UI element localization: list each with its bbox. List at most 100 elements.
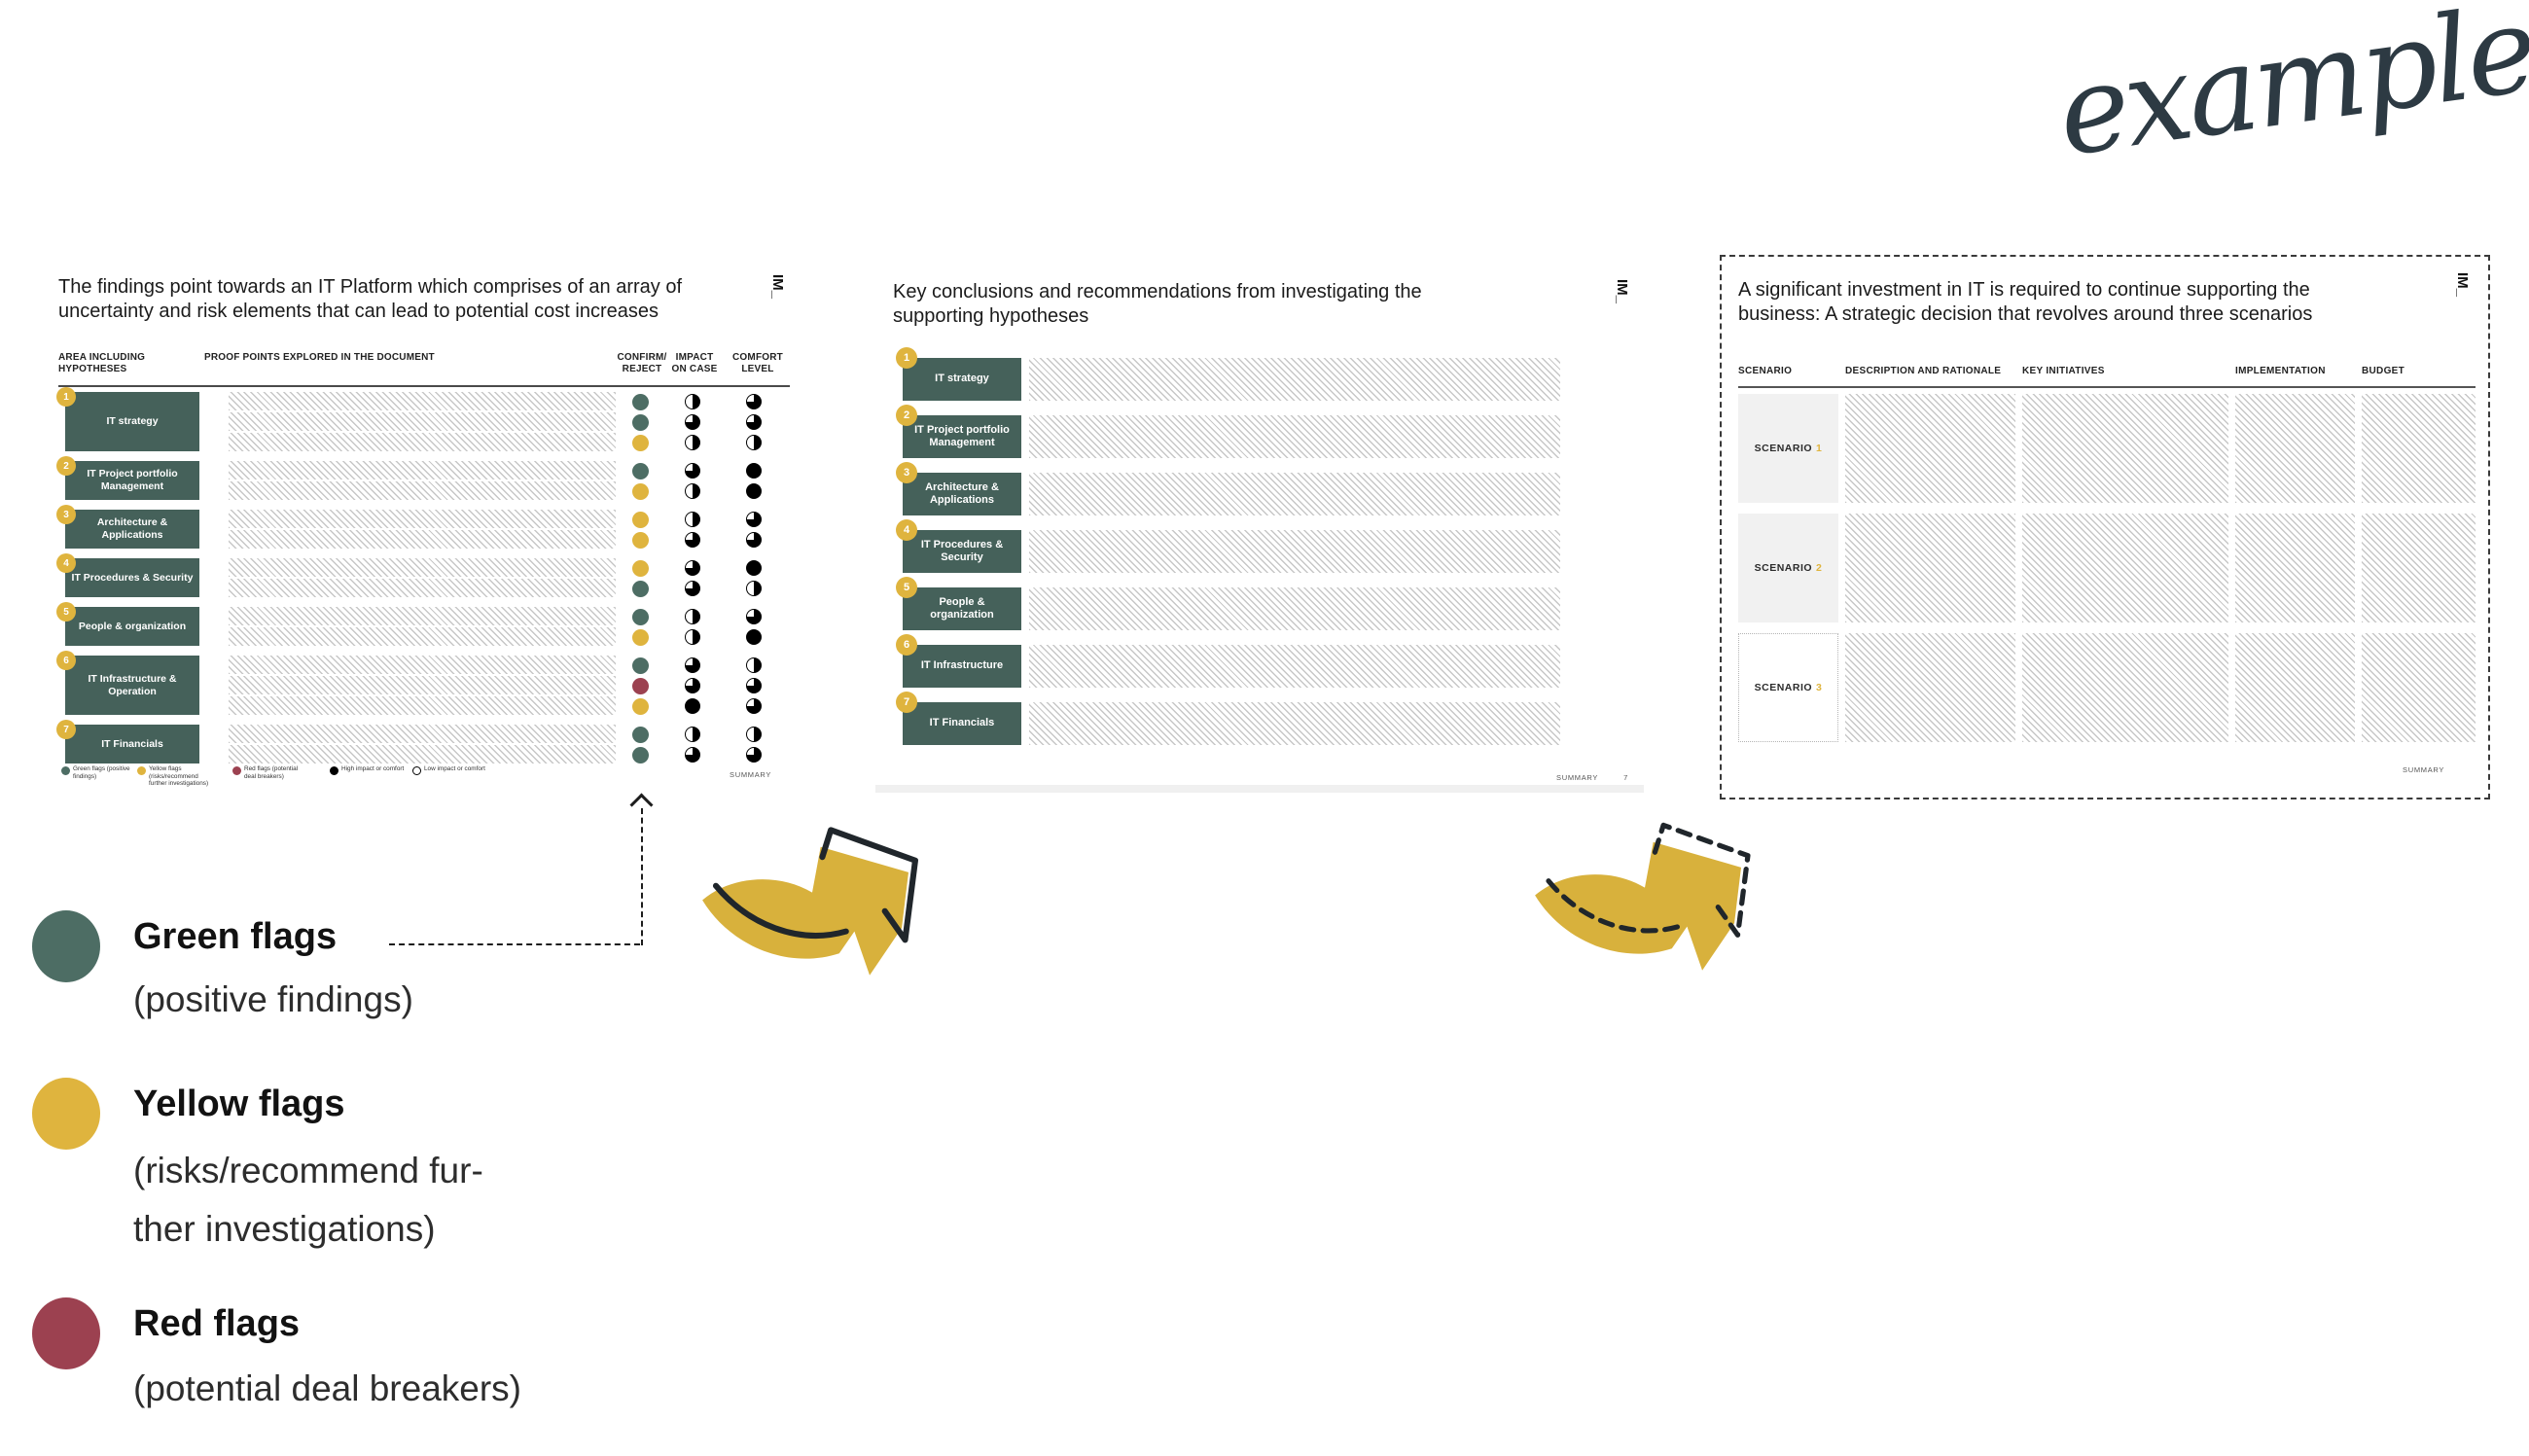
initiatives-placeholder <box>2022 394 2228 503</box>
proof-point-placeholder <box>229 627 616 646</box>
conclusion-placeholder <box>1029 473 1560 515</box>
proof-point-placeholder <box>229 725 616 743</box>
comfort-harvey-ball <box>746 581 762 596</box>
slide1-footer: SUMMARY <box>730 770 772 779</box>
description-placeholder <box>1845 514 2015 622</box>
implementation-placeholder <box>2235 633 2355 742</box>
green-flag-legend-dot <box>32 910 100 982</box>
scenario-label: SCENARIO <box>1754 443 1813 454</box>
col-scenario: SCENARIO <box>1738 366 1793 376</box>
proof-point-placeholder <box>229 412 616 431</box>
impact-harvey-ball <box>685 581 700 596</box>
green-flag-dot <box>632 727 649 743</box>
slide2-page-number: 7 <box>1623 773 1628 782</box>
hypothesis-label: IT strategy <box>65 392 199 451</box>
comfort-harvey-ball <box>746 414 762 430</box>
mini-legend-label: Red flags (potential deal breakers) <box>244 765 299 780</box>
mini-legend-label: Green flags (positive findings) <box>73 765 130 780</box>
green-flag-dot <box>632 463 649 479</box>
proof-point-placeholder <box>229 676 616 694</box>
impact-harvey-ball <box>685 483 700 499</box>
slide3-footer: SUMMARY <box>2403 765 2445 774</box>
header-rule <box>1738 386 2476 388</box>
row-number-badge: 4 <box>56 553 76 573</box>
green-flag-dot <box>632 414 649 431</box>
conclusion-placeholder <box>1029 702 1560 745</box>
row-number-badge: 7 <box>56 720 76 739</box>
green-flag-dot <box>632 747 649 764</box>
legend-title: Yellow flags <box>133 1083 345 1124</box>
description-placeholder <box>1845 394 2015 503</box>
curved-arrow-solid-icon <box>702 827 918 976</box>
harvey-ball-100-legend-icon <box>330 766 338 775</box>
impact-harvey-ball <box>685 463 700 479</box>
yellow-flag-dot <box>632 629 649 646</box>
proof-point-placeholder <box>229 530 616 549</box>
budget-placeholder <box>2362 633 2476 742</box>
comfort-harvey-ball <box>746 435 762 450</box>
legend-title: Green flags <box>133 916 338 957</box>
conclusion-label: IT Infrastructure <box>903 645 1021 688</box>
hypothesis-label: IT Procedures & Security <box>65 558 199 597</box>
scenario-number: 3 <box>1816 682 1823 693</box>
comfort-harvey-ball <box>746 532 762 548</box>
curved-arrow-dashed-icon <box>1535 822 1751 971</box>
comfort-harvey-ball <box>746 629 762 645</box>
legend-connector-horizontal <box>389 943 640 945</box>
proof-point-placeholder <box>229 461 616 479</box>
yellow-legend-icon <box>137 766 146 775</box>
scenario-label: SCENARIO <box>1754 562 1813 574</box>
row-number-badge: 4 <box>896 519 917 541</box>
col-implementation: IMPLEMENTATION <box>2235 366 2326 376</box>
col-area: AREA INCLUDING HYPOTHESES <box>58 352 146 374</box>
slide1-title: The findings point towards an IT Platfor… <box>58 276 683 322</box>
proof-point-placeholder <box>229 433 616 451</box>
impact-harvey-ball <box>685 657 700 673</box>
yellow-flag-dot <box>632 560 649 577</box>
impact-harvey-ball <box>685 435 700 450</box>
comfort-harvey-ball <box>746 698 762 714</box>
red-flag-dot <box>632 678 649 694</box>
mini-legend-item: Red flags (potential deal breakers) <box>232 765 308 780</box>
hypothesis-label: IT Project portfolio Management <box>65 461 199 500</box>
mini-legend-label: High impact or comfort <box>341 765 405 772</box>
row-number-badge: 5 <box>896 577 917 598</box>
proof-point-placeholder <box>229 392 616 410</box>
hypothesis-label: IT Financials <box>65 725 199 764</box>
slide2-footer: SUMMARY <box>1556 773 1599 782</box>
scenario-label: SCENARIO <box>1754 682 1813 693</box>
green-flag-dot <box>632 609 649 625</box>
green-legend-icon <box>61 766 70 775</box>
yellow-flag-dot <box>632 512 649 528</box>
legend-description: (positive findings) <box>133 979 413 1019</box>
slide2-title: Key conclusions and recommendations from… <box>893 281 1422 327</box>
conclusion-label: IT Financials <box>903 702 1021 745</box>
impact-harvey-ball <box>685 678 700 693</box>
impact-harvey-ball <box>685 560 700 576</box>
hypothesis-label: IT Infrastructure & Operation <box>65 656 199 715</box>
comfort-harvey-ball <box>746 560 762 576</box>
red-flag-legend-dot <box>32 1297 100 1369</box>
comfort-harvey-ball <box>746 747 762 763</box>
comfort-harvey-ball <box>746 394 762 409</box>
col-description-and-rationale: DESCRIPTION AND RATIONALE <box>1845 366 2002 376</box>
hypothesis-label: People & organization <box>65 607 199 646</box>
impact-harvey-ball <box>685 609 700 624</box>
mini-legend-label: Yellow flags (risks/recommend further in… <box>149 765 209 788</box>
yellow-flag-dot <box>632 483 649 500</box>
comfort-harvey-ball <box>746 463 762 479</box>
proof-point-placeholder <box>229 696 616 715</box>
